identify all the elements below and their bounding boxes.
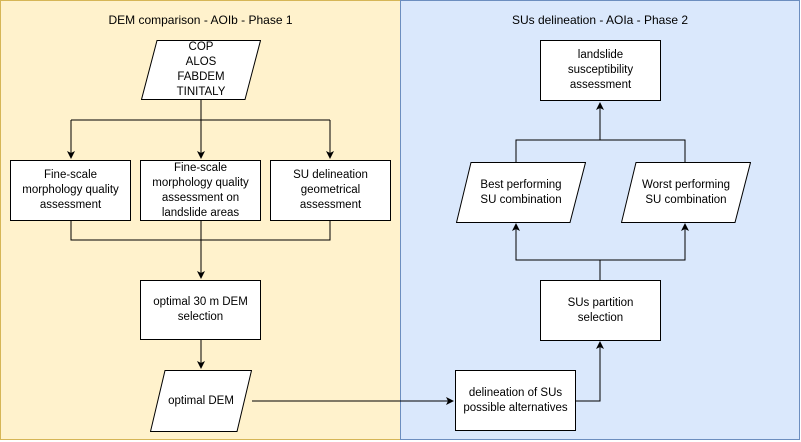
box-line: Fine-scale (173, 161, 228, 174)
box-line: assessment (299, 199, 362, 211)
box-line: landslide (577, 49, 624, 61)
box-line: SU delineation (293, 169, 368, 181)
box-line: possible alternatives (463, 401, 568, 414)
worst-combination-shape (621, 162, 751, 223)
box-line: optimal 30 m DEM (153, 296, 248, 308)
worst-combination-node: Worst performing SU combination (621, 162, 751, 223)
phase2-title: SUs delineation - AOIa - Phase 2 (511, 13, 689, 27)
edge-partition-split (512, 223, 601, 280)
phase1-title: DEM comparison - AOIb - Phase 1 (108, 13, 293, 27)
dem-fabdem: FABDEM (177, 71, 225, 83)
box-line: assessment (569, 79, 632, 91)
dem-list-text: COP ALOS FABDEM TINITALY (177, 40, 226, 100)
box-line: morphology quality (22, 184, 119, 196)
box-line: assessment (39, 199, 102, 211)
su-alternatives-box: delineation of SUs possible alternatives (455, 370, 576, 431)
edge-to-su-partition (576, 341, 604, 402)
box-line: selection (577, 311, 624, 324)
optimal-dem-text: optimal DEM (168, 394, 234, 407)
su-geometrical-box: SU delineation geometrical assessment (270, 160, 391, 221)
box-line: selection (177, 311, 224, 323)
edge-combos-merge (515, 139, 686, 162)
box-line: landslide areas (161, 206, 240, 219)
best-combination-shape (456, 162, 586, 223)
susceptibility-assessment-box: landslide susceptibility assessment (540, 40, 661, 101)
dem-list-shape (141, 40, 261, 100)
dem-list-node: COP ALOS FABDEM TINITALY (141, 40, 261, 100)
box-line: SU combination (645, 193, 727, 206)
box-line: geometrical (300, 184, 361, 196)
edge-to-worst (600, 223, 689, 261)
su-partition-box: SUs partition selection (540, 280, 661, 341)
box-line: SUs partition (567, 296, 634, 309)
box-line: delineation of SUs (468, 386, 563, 399)
dem-tinitaly: TINITALY (176, 86, 226, 98)
optimal-dem-node: optimal DEM (150, 370, 252, 432)
box-line: susceptibility (567, 64, 634, 76)
box-line: Best performing (480, 178, 562, 191)
box-line: morphology quality (152, 176, 249, 189)
fine-scale-morphology-box: Fine-scale morphology quality assessment (10, 160, 131, 221)
optimal-dem-shape (150, 370, 252, 432)
box-line: Worst performing (642, 178, 730, 191)
box-line: assessment on (161, 191, 240, 204)
box-line: SU combination (480, 193, 562, 206)
best-combination-node: Best performing SU combination (456, 162, 586, 223)
fine-scale-landslide-box: Fine-scale morphology quality assessment… (140, 160, 261, 221)
dem-alos: ALOS (185, 56, 217, 68)
dem-cop: COP (188, 41, 214, 53)
box-line: Fine-scale (43, 169, 98, 181)
optimal-dem-selection-box: optimal 30 m DEM selection (140, 280, 261, 340)
